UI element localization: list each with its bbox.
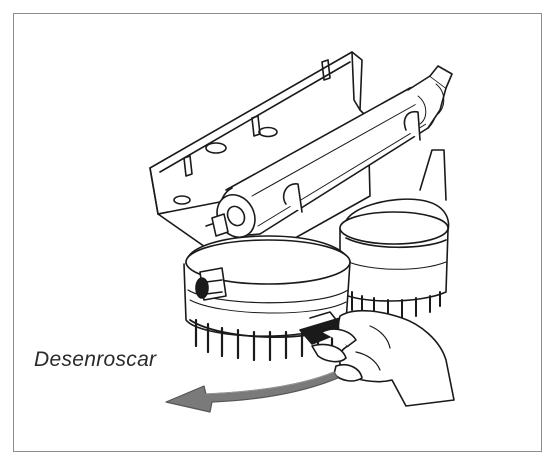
mounting-bracket bbox=[149, 51, 371, 271]
left-filter-housing bbox=[183, 235, 351, 362]
membrane-cylinder bbox=[205, 65, 453, 238]
right-filter-housing bbox=[339, 149, 450, 321]
hand-with-wrench bbox=[299, 309, 455, 407]
rotation-arrow bbox=[165, 371, 339, 413]
caption-label: Desenroscar bbox=[34, 348, 157, 371]
figure-frame bbox=[13, 13, 542, 452]
